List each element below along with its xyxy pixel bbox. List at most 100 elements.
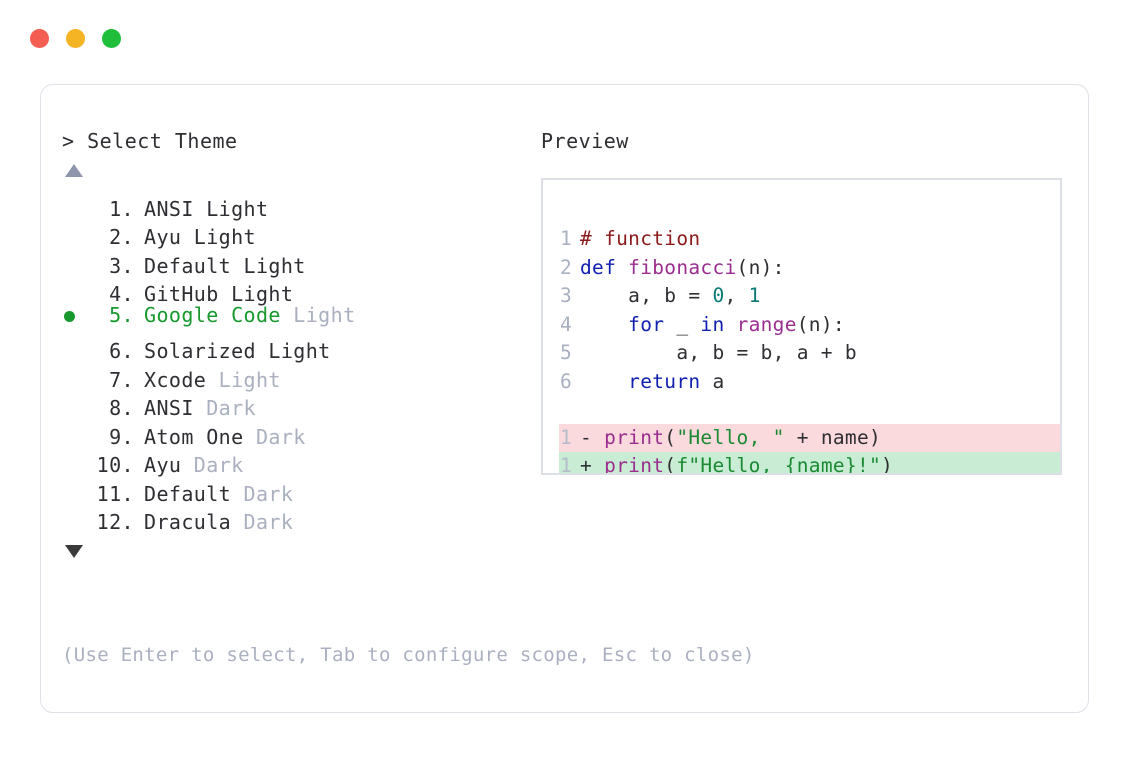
theme-item-name: Default Light bbox=[144, 253, 306, 278]
line-number: 1 bbox=[559, 227, 572, 250]
theme-list-item[interactable]: 6. Solarized Light bbox=[62, 330, 532, 363]
code-token: # function bbox=[580, 227, 701, 250]
code-token: a, b = bbox=[580, 284, 713, 308]
theme-item-number: 9. bbox=[109, 424, 134, 449]
theme-item-name: Xcode Light bbox=[144, 367, 281, 392]
theme-item-name: Dracula Dark bbox=[144, 510, 294, 534]
code-line: 4 for _ in range(n): bbox=[559, 311, 1060, 340]
code-token: + bbox=[580, 454, 605, 475]
selection-bullet-cell bbox=[62, 302, 88, 331]
theme-item-name: Default Dark bbox=[144, 481, 294, 506]
selection-bullet-cell bbox=[62, 330, 88, 359]
line-number: 6 bbox=[559, 369, 572, 393]
code-token: "Hello, " bbox=[676, 425, 785, 449]
minimize-button[interactable] bbox=[66, 28, 85, 48]
code-line: 1 # function bbox=[559, 225, 1060, 254]
theme-item-name: GitHub Light bbox=[144, 282, 294, 306]
code-token: (n): bbox=[736, 255, 785, 279]
theme-item-name: Atom One Dark bbox=[144, 424, 306, 449]
page-title: > Select Theme bbox=[62, 129, 238, 153]
code-token: ) bbox=[881, 454, 894, 475]
code-token: + name) bbox=[784, 425, 882, 449]
theme-list-item[interactable]: 8. ANSI Dark bbox=[62, 387, 532, 420]
theme-list-item[interactable]: 3. Default Light bbox=[62, 244, 532, 278]
theme-list-item[interactable]: 9. Atom One Dark bbox=[62, 415, 532, 449]
selection-bullet-cell bbox=[62, 501, 88, 530]
selection-bullet-cell bbox=[62, 358, 88, 387]
theme-list-item[interactable]: 2. Ayu Light bbox=[62, 216, 532, 249]
code-token: a bbox=[700, 369, 725, 393]
theme-item-number: 11. bbox=[96, 481, 134, 506]
theme-item-name: Google Code Light bbox=[144, 303, 356, 327]
line-number: 1 bbox=[559, 425, 572, 449]
code-line: 2 def fibonacci(n): bbox=[559, 254, 1060, 283]
selection-bullet-cell bbox=[62, 216, 88, 245]
theme-item-number: 10. bbox=[96, 453, 134, 477]
triangle-down-icon[interactable] bbox=[65, 545, 83, 558]
close-button[interactable] bbox=[30, 28, 49, 48]
theme-list-item[interactable]: 11. Default Dark bbox=[62, 472, 532, 506]
theme-item-number: 2. bbox=[109, 225, 134, 249]
theme-item-number: 1. bbox=[109, 196, 134, 221]
theme-item-number: 12. bbox=[96, 510, 134, 534]
selection-bullet-cell bbox=[62, 187, 88, 216]
theme-item-name: ANSI Light bbox=[144, 196, 269, 221]
theme-item-variant: Dark bbox=[231, 481, 294, 506]
theme-item-name: ANSI Dark bbox=[144, 396, 256, 420]
line-number: 1 bbox=[559, 454, 572, 475]
triangle-up-icon[interactable] bbox=[65, 164, 83, 177]
theme-list-item[interactable]: 5. Google Code Light bbox=[62, 301, 532, 330]
theme-list-item[interactable]: 4.GitHub Light bbox=[62, 273, 532, 306]
theme-list-item[interactable]: 12. Dracula Dark bbox=[62, 501, 532, 534]
code-token: a, b = b, a + b bbox=[580, 341, 857, 365]
code-token: ( bbox=[664, 425, 677, 449]
code-token: fibonacci bbox=[628, 255, 737, 279]
preview-label: Preview bbox=[541, 129, 629, 153]
selection-bullet-cell bbox=[62, 472, 88, 501]
theme-item-variant: Light bbox=[280, 303, 356, 327]
code-token: 0 bbox=[712, 284, 725, 308]
theme-item-variant: Light bbox=[206, 367, 281, 392]
theme-item-variant: Dark bbox=[181, 453, 244, 477]
theme-list-item[interactable]: 1. ANSI Light bbox=[62, 187, 532, 221]
maximize-button[interactable] bbox=[102, 28, 121, 48]
theme-item-name: Solarized Light bbox=[144, 339, 331, 363]
code-token bbox=[580, 370, 628, 393]
code-token: for bbox=[628, 312, 665, 336]
selection-bullet-cell bbox=[62, 244, 88, 273]
code-token: f"Hello, {name}!" bbox=[676, 454, 882, 475]
theme-item-name: Ayu Dark bbox=[144, 453, 244, 477]
theme-item-number: 6. bbox=[109, 339, 134, 363]
code-token: 1 bbox=[748, 284, 761, 308]
code-token: return bbox=[628, 369, 701, 393]
code-line: 5 a, b = b, a + b bbox=[559, 339, 1060, 368]
theme-item-name: Ayu Light bbox=[144, 225, 256, 249]
theme-item-number: 3. bbox=[109, 253, 134, 278]
code-token: , bbox=[724, 284, 749, 308]
selection-bullet-cell bbox=[62, 387, 88, 416]
theme-list-item[interactable]: 7. Xcode Light bbox=[62, 358, 532, 392]
line-number: 2 bbox=[559, 255, 572, 279]
theme-item-variant: Dark bbox=[193, 396, 256, 420]
theme-item-number: 7. bbox=[109, 367, 134, 392]
theme-item-number: 5. bbox=[109, 303, 134, 327]
diff-block: 1- print("Hello, " + name)1+ print(f"Hel… bbox=[559, 423, 1060, 475]
theme-list-item[interactable]: 10. Ayu Dark bbox=[62, 444, 532, 477]
theme-item-number: 8. bbox=[109, 396, 134, 420]
code-token: def bbox=[580, 255, 629, 279]
window-titlebar bbox=[0, 0, 1129, 76]
code-token: - bbox=[580, 425, 605, 449]
code-token: (n): bbox=[796, 312, 845, 336]
code-token: print bbox=[604, 425, 665, 449]
theme-item-variant: Dark bbox=[243, 424, 306, 449]
selection-bullet-cell bbox=[62, 415, 88, 444]
code-token: ( bbox=[664, 454, 677, 475]
code-token bbox=[725, 313, 737, 336]
selection-bullet-cell bbox=[62, 444, 88, 473]
theme-item-variant: Dark bbox=[231, 510, 294, 534]
